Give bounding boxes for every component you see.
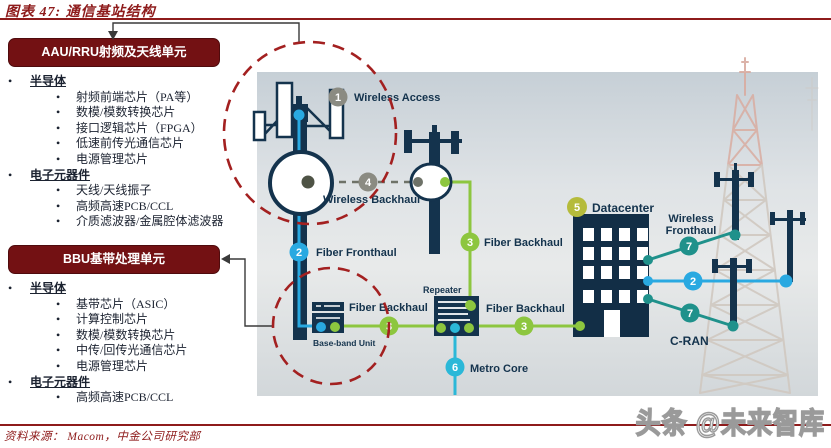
aau-list: 半导体 射频前端芯片（PA等） 数模/模数转换芯片 接口逻辑芯片（FPGA） 低…	[0, 74, 260, 230]
fiber-backhaul-label: Fiber Backhaul	[349, 302, 428, 314]
list-heading: 电子元器件	[0, 375, 260, 391]
wireless-access-label: Wireless Access	[354, 92, 440, 104]
step-2-badge: 2	[289, 242, 309, 262]
fiber-backhaul-link-top	[445, 180, 472, 303]
list-item: 数模/模数转换芯片	[0, 328, 260, 344]
list-item: 高频高速PCB/CCL	[0, 199, 260, 215]
cran-label: C-RAN	[670, 334, 709, 348]
step-5-badge: 5	[567, 197, 587, 217]
svg-text:6: 6	[452, 362, 458, 374]
svg-text:3: 3	[386, 321, 392, 333]
left-arrow-icon	[221, 254, 230, 264]
macro-tower	[252, 81, 345, 340]
figure-title: 图表 47: 通信基站结构	[5, 5, 156, 20]
list-item: 基带芯片（ASIC）	[0, 297, 260, 313]
svg-text:7: 7	[687, 308, 693, 320]
baseband-unit-label: Base-band Unit	[313, 338, 376, 348]
bbu-list: 半导体 基带芯片（ASIC） 计算控制芯片 数模/模数转换芯片 中传/回传光通信…	[0, 281, 260, 406]
step-7-badge: 7	[679, 236, 699, 256]
svg-text:2: 2	[296, 247, 302, 259]
cran-masts	[712, 163, 806, 328]
list-item: 接口逻辑芯片（FPGA）	[0, 121, 260, 137]
wireless-backhaul-label: Wireless Backhaul	[323, 194, 420, 206]
wireless-fronthaul-label-line1: Wireless	[668, 213, 713, 225]
svg-text:3: 3	[467, 237, 473, 249]
step-4-badge: 4	[358, 172, 378, 192]
datacenter-label: Datacenter	[592, 201, 654, 215]
step-3-badge: 3	[460, 232, 480, 252]
aau-rru-box: AAU/RRU射频及天线单元	[8, 38, 220, 67]
network-links	[313, 180, 786, 395]
repeater-label: Repeater	[423, 285, 462, 295]
bbu-box: BBU基带处理单元	[8, 245, 220, 274]
list-heading: 半导体	[0, 281, 260, 297]
baseband-unit	[312, 302, 344, 333]
step-3-badge: 3	[514, 316, 534, 336]
list-item: 中传/回传光通信芯片	[0, 343, 260, 359]
antenna-panel	[328, 88, 345, 140]
list-heading: 半导体	[0, 74, 260, 90]
svg-text:3: 3	[521, 321, 527, 333]
title-divider	[0, 18, 831, 20]
svg-text:7: 7	[686, 241, 692, 253]
wireless-fronthaul-label-line2: Fronthaul	[666, 225, 717, 237]
fiber-backhaul-label: Fiber Backhaul	[486, 303, 565, 315]
wireless-fronthaul-link-lower	[647, 297, 734, 328]
link-endpoints	[465, 229, 793, 332]
list-item: 高频高速PCB/CCL	[0, 390, 260, 406]
svg-text:2: 2	[690, 276, 696, 288]
list-item: 数模/模数转换芯片	[0, 105, 260, 121]
metro-core-label: Metro Core	[470, 363, 528, 375]
repeater-unit	[434, 296, 479, 336]
small-cell-tower	[404, 125, 462, 254]
list-item: 天线/天线振子	[0, 183, 260, 199]
lattice-tower-photo	[699, 57, 819, 394]
watermark: 头条 @未来智库	[635, 407, 825, 441]
footer-divider	[0, 424, 831, 426]
source-note: 资料来源： Macom，中金公司研究部	[4, 431, 201, 443]
bbu-highlight-circle	[271, 266, 391, 386]
step-1-badge: 1	[328, 87, 348, 107]
antenna-panel	[404, 130, 412, 153]
antenna-panel	[275, 81, 294, 139]
svg-text:5: 5	[574, 202, 580, 214]
list-item: 低速前传光通信芯片	[0, 136, 260, 152]
microwave-dish	[409, 162, 453, 202]
step-2-badge: 2	[683, 271, 703, 291]
list-item: 射频前端芯片（PA等）	[0, 90, 260, 106]
svg-text:4: 4	[365, 177, 372, 189]
svg-text:1: 1	[335, 92, 341, 104]
step-6-badge: 6	[445, 357, 465, 377]
diagram-labels: Wireless Access Fiber Fronthaul Wireless…	[313, 92, 716, 375]
datacenter-building	[573, 214, 649, 337]
antenna-panel	[451, 131, 459, 154]
sky-photo	[257, 72, 818, 396]
list-heading: 电子元器件	[0, 168, 260, 184]
fiber-backhaul-label: Fiber Backhaul	[484, 237, 563, 249]
list-item: 电源管理芯片	[0, 359, 260, 375]
step-7-badge: 7	[680, 303, 700, 323]
step-3-badge: 3	[379, 316, 399, 336]
list-item: 计算控制芯片	[0, 312, 260, 328]
list-item: 介质滤波器/金属腔体滤波器	[0, 214, 260, 230]
wireless-fronthaul-link-upper	[647, 231, 732, 262]
step-badges: 1 2 3 3 3 4 5 6 7 2 7	[289, 87, 703, 377]
fiber-fronthaul-link	[297, 119, 314, 328]
microwave-dish	[268, 150, 334, 216]
fiber-fronthaul-label: Fiber Fronthaul	[316, 247, 397, 259]
list-item: 电源管理芯片	[0, 152, 260, 168]
